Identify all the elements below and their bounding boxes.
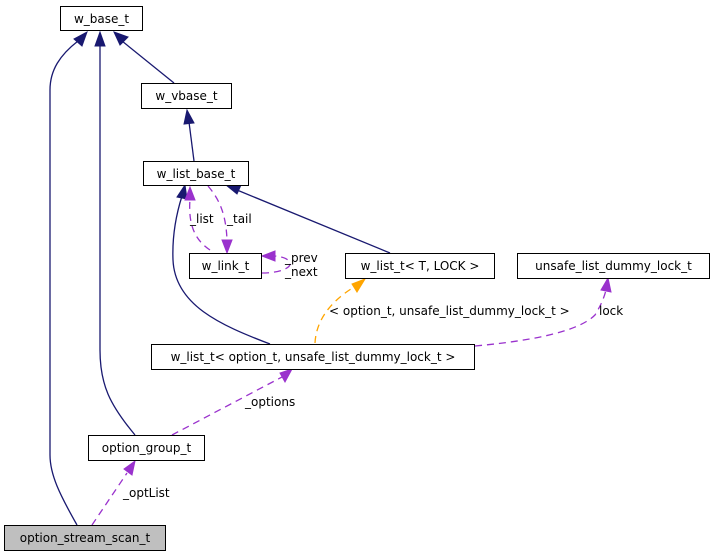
edge-list xyxy=(189,198,211,251)
arrowhead-options xyxy=(279,368,294,384)
node-w-list-base-t[interactable]: w_list_base_t xyxy=(143,161,249,186)
edge-tail xyxy=(207,185,228,241)
arrowhead-listgeneric-to-listbase xyxy=(224,184,242,195)
node-label: unsafe_list_dummy_lock_t xyxy=(535,259,692,273)
edge-label-lock: lock xyxy=(599,304,623,318)
arrowhead-template-instantiation xyxy=(351,278,367,293)
node-unsafe-list-dummy-lock-t[interactable]: unsafe_list_dummy_lock_t xyxy=(517,253,710,279)
arrowhead-list xyxy=(184,185,196,201)
edge-lock xyxy=(474,289,607,347)
edge-label-options: _options xyxy=(244,395,295,409)
edge-vbase-to-base xyxy=(121,40,175,84)
node-w-link-t[interactable]: w_link_t xyxy=(189,253,262,279)
node-label: w_list_base_t xyxy=(157,167,236,181)
node-w-base-t[interactable]: w_base_t xyxy=(60,6,143,31)
node-w-list-t-option[interactable]: w_list_t< option_t, unsafe_list_dummy_lo… xyxy=(151,344,475,370)
edge-optgroup-to-base xyxy=(99,44,136,436)
edge-scan-to-base xyxy=(49,40,79,526)
node-w-vbase-t[interactable]: w_vbase_t xyxy=(141,83,232,109)
node-label: w_list_t< option_t, unsafe_list_dummy_lo… xyxy=(171,350,456,364)
node-label: w_link_t xyxy=(202,259,250,273)
arrowhead-vbase-to-base xyxy=(113,31,129,46)
arrowhead-lock xyxy=(600,276,612,293)
edge-listoption-to-listbase xyxy=(172,195,271,345)
node-option-group-t[interactable]: option_group_t xyxy=(88,435,205,461)
arrowhead-scan-to-base xyxy=(73,30,88,47)
node-w-list-t-generic[interactable]: w_list_t< T, LOCK > xyxy=(345,253,495,279)
edge-listbase-to-vbase xyxy=(188,121,195,162)
node-label: option_stream_scan_t xyxy=(20,531,151,545)
arrowhead-prev-next xyxy=(260,250,276,262)
arrowhead-optgroup-to-base xyxy=(94,30,106,47)
edge-label-list: _list xyxy=(189,212,214,226)
edge-listgeneric-to-listbase xyxy=(236,189,391,254)
edge-options xyxy=(171,376,283,436)
arrowhead-tail xyxy=(221,239,233,255)
edge-label-next: _next xyxy=(284,265,318,279)
edge-optlist xyxy=(91,472,128,526)
node-label: option_group_t xyxy=(102,441,192,455)
node-label: w_base_t xyxy=(74,12,129,26)
arrowhead-listoption-to-listbase xyxy=(176,183,188,200)
edge-prev-next xyxy=(261,255,291,274)
node-label: w_list_t< T, LOCK > xyxy=(361,259,480,273)
edge-label-tail: _tail xyxy=(226,212,252,226)
node-option-stream-scan-t[interactable]: option_stream_scan_t xyxy=(4,525,166,551)
edge-label-prev: _prev xyxy=(284,251,318,265)
arrowhead-optlist xyxy=(123,459,136,476)
arrowhead-listbase-to-vbase xyxy=(183,108,195,125)
edge-label-optlist: _optList xyxy=(122,486,170,500)
edge-template-instantiation xyxy=(314,286,355,344)
edge-label-template-args: < option_t, unsafe_list_dummy_lock_t > xyxy=(329,304,570,318)
node-label: w_vbase_t xyxy=(155,89,218,103)
